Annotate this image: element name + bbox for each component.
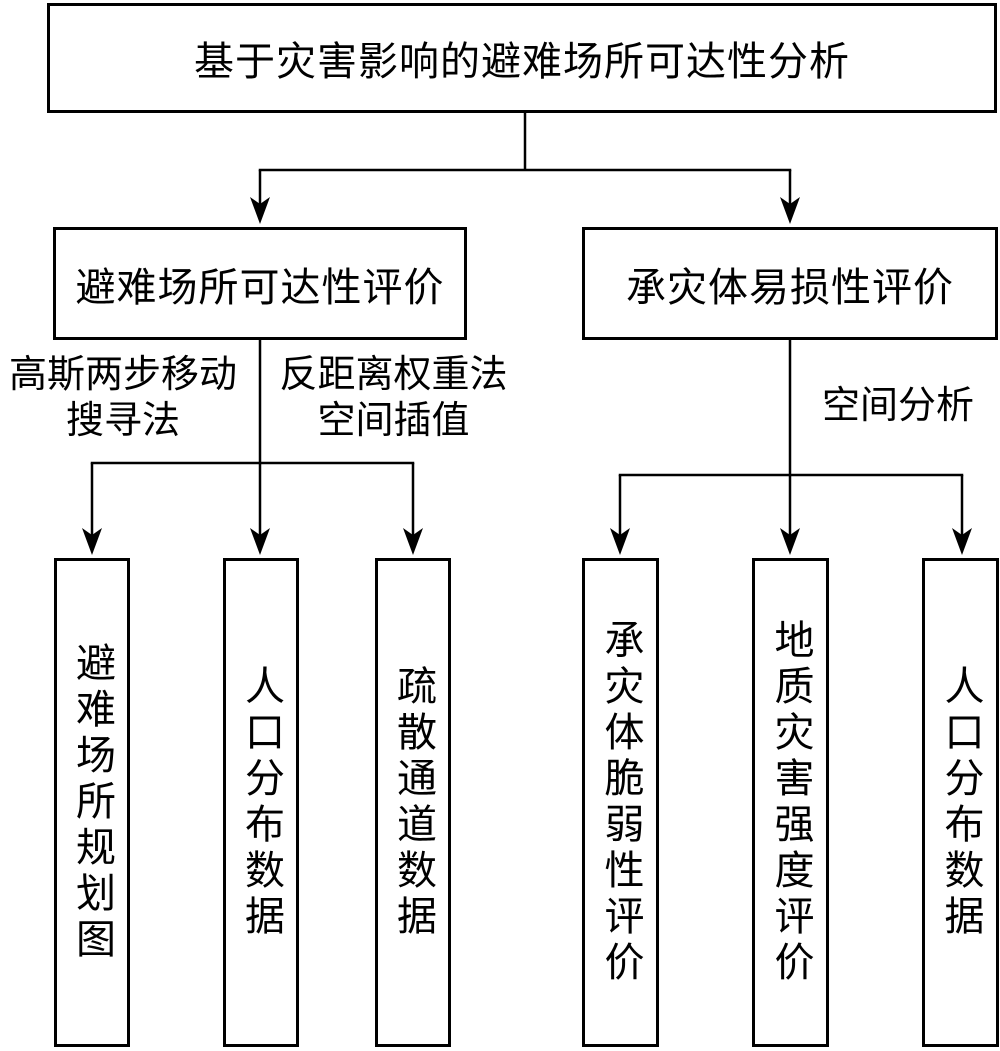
node-leaf-population-distribution-data-2-label: 人口分布数据 xyxy=(938,664,984,941)
node-hazard-body-vulnerability-evaluation: 承灾体易损性评价 xyxy=(582,227,998,340)
edge-label-idw-interpolation: 反距离权重法 空间插值 xyxy=(270,352,517,444)
node-shelter-accessibility-evaluation: 避难场所可达性评价 xyxy=(53,227,467,340)
node-leaf-evacuation-channel-data-label: 疏散通道数据 xyxy=(391,664,436,941)
edge-label-spatial-analysis: 空间分析 xyxy=(803,383,993,429)
node-leaf-evacuation-channel-data: 疏散通道数据 xyxy=(375,558,451,1047)
edge-label-gaussian-2sfca: 高斯两步移动 搜寻法 xyxy=(0,352,246,444)
node-hazard-body-vulnerability-label: 承灾体易损性评价 xyxy=(626,264,954,310)
edge-label-spatial-analysis-text: 空间分析 xyxy=(821,385,974,427)
edge-root-split xyxy=(258,113,792,206)
node-leaf-body-fragility-evaluation: 承灾体脆弱性评价 xyxy=(582,558,659,1047)
edge-right-split xyxy=(618,340,964,537)
edge-label-gaussian-2sfca-line2: 搜寻法 xyxy=(65,400,180,442)
arrowheads-level2 xyxy=(250,197,800,224)
node-root: 基于灾害影响的避难场所可达性分析 xyxy=(47,3,997,113)
node-leaf-shelter-planning-map: 避难场所规划图 xyxy=(54,558,130,1047)
node-shelter-accessibility-label: 避难场所可达性评价 xyxy=(75,264,445,310)
arrowheads-left-leaves xyxy=(82,528,423,555)
node-leaf-body-fragility-evaluation-label: 承灾体脆弱性评价 xyxy=(598,618,644,987)
node-leaf-population-distribution-data: 人口分布数据 xyxy=(223,558,299,1047)
node-leaf-geohazard-intensity-evaluation-label: 地质灾害强度评价 xyxy=(768,618,814,987)
node-leaf-shelter-planning-map-label: 避难场所规划图 xyxy=(70,641,115,964)
node-leaf-population-distribution-data-2: 人口分布数据 xyxy=(922,558,999,1047)
edge-label-idw-line2: 空间插值 xyxy=(317,400,470,442)
node-leaf-population-distribution-data-label: 人口分布数据 xyxy=(239,664,284,941)
node-leaf-geohazard-intensity-evaluation: 地质灾害强度评价 xyxy=(752,558,829,1047)
edge-label-gaussian-2sfca-line1: 高斯两步移动 xyxy=(8,354,237,396)
node-root-label: 基于灾害影响的避难场所可达性分析 xyxy=(194,39,850,84)
edge-label-idw-line1: 反距离权重法 xyxy=(279,354,508,396)
arrowheads-right-leaves xyxy=(610,528,972,555)
